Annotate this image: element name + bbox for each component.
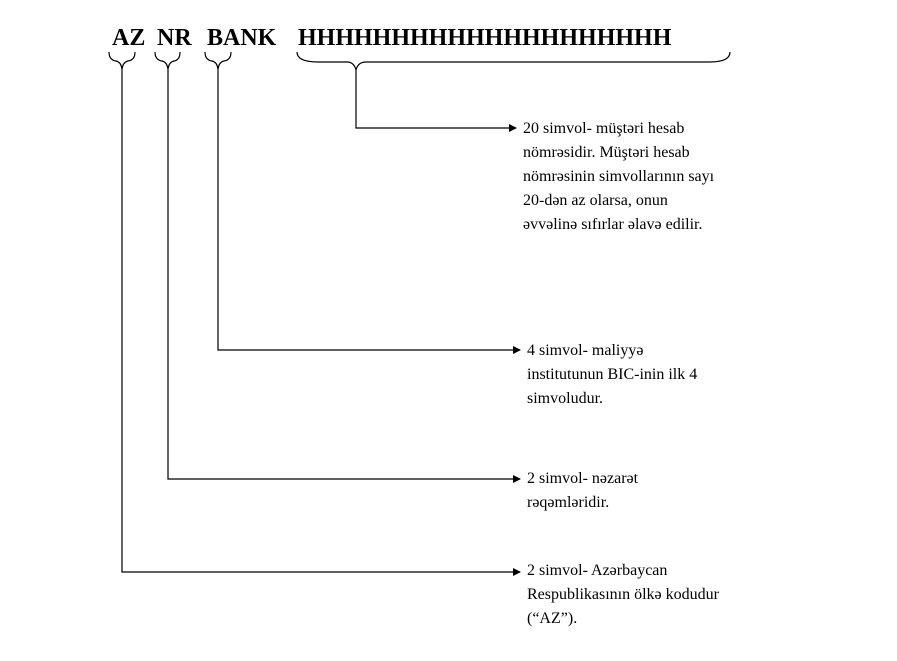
segment-check-digits: NR [157,25,192,51]
description-line: 20-dən az olarsa, onun [523,192,668,209]
arrow-account [355,70,517,132]
brace-bank [204,51,232,70]
description-line: institutunun BIC-inin ilk 4 [527,366,698,383]
brace-check [154,51,181,70]
description-line: rəqəmləridir. [527,494,610,511]
description-line: Respublikasının ölkə kodudur [527,586,719,603]
description-check-digits: 2 simvol- nəzarət rəqəmləridir. [527,467,638,515]
segment-bank-code: BANK [207,25,277,51]
arrow-bank [217,69,521,354]
arrow-check [167,69,521,483]
description-line: nömrəsinin simvollarının sayı [523,168,715,185]
description-account-number: 20 simvol- müştəri hesab nömrəsidir. Müş… [523,117,714,237]
description-line: 2 simvol- Azərbaycan [527,562,668,579]
description-line: 2 simvol- nəzarət [527,470,639,487]
brace-account [296,51,731,71]
description-line: (“AZ”). [527,610,578,627]
description-line: 4 simvol- maliyyə [527,342,644,359]
segment-country-code: AZ [112,25,146,51]
description-country-code: 2 simvol- Azərbaycan Respublikasının ölk… [527,559,719,631]
description-bank-code: 4 simvol- maliyyə institutunun BIC-inin … [527,339,697,411]
description-line: 20 simvol- müştəri hesab [523,120,685,137]
description-line: nömrəsidir. Müştəri hesab [523,144,690,161]
description-line: simvoludur. [527,390,604,407]
brace-country [108,51,136,70]
segment-account-number: HHHHHHHHHHHHHHHHHHHH [298,25,672,51]
arrow-country [121,69,521,576]
description-line: əvvəlinə sıfırlar əlavə edilir. [523,216,703,233]
